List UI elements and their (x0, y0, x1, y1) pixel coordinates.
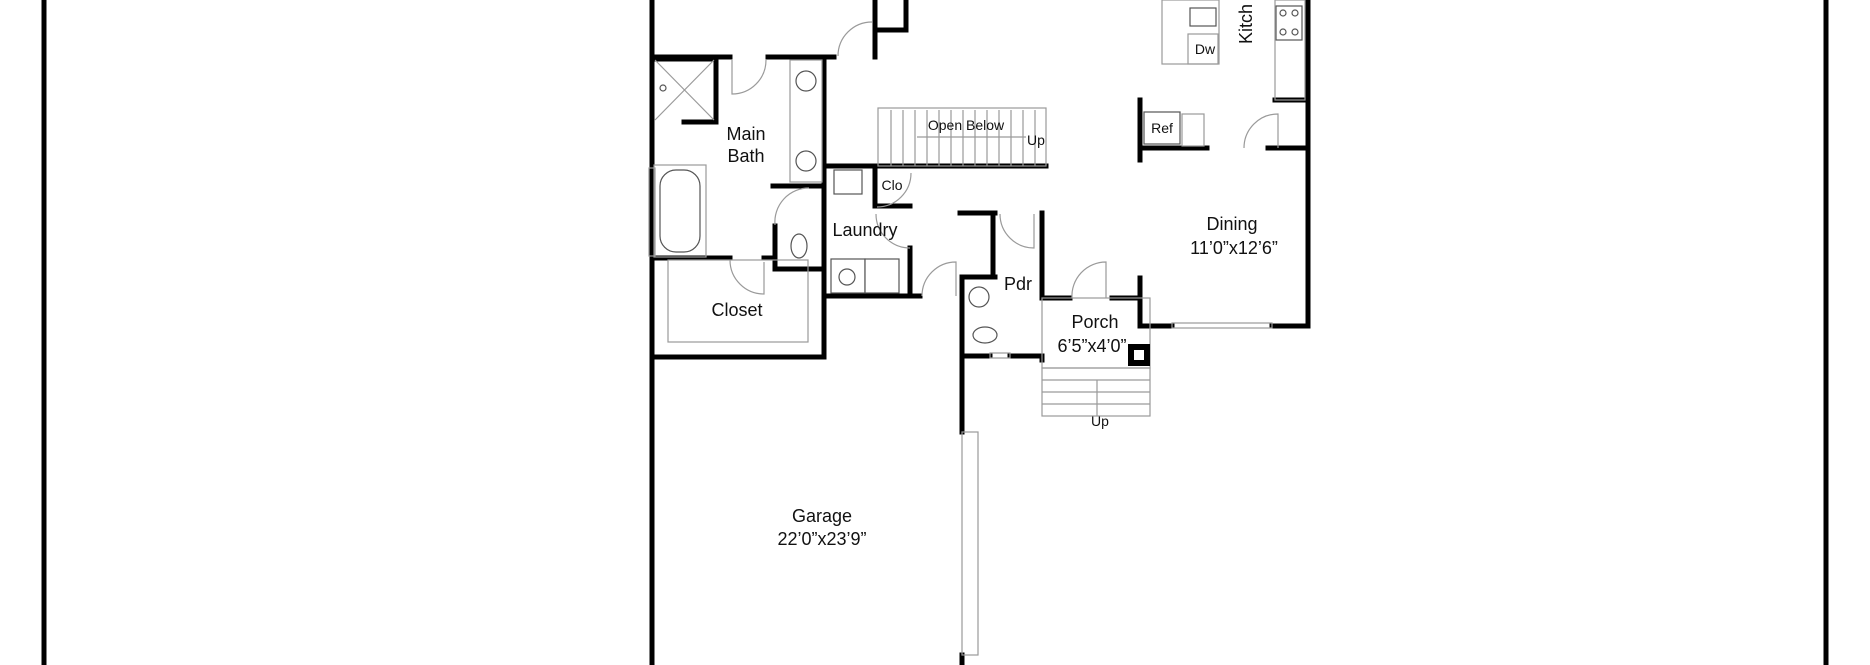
porch-steps-label-up: Up (1091, 413, 1109, 429)
room-label-pdr: Pdr (1004, 274, 1032, 294)
room-label-porch: Porch (1071, 312, 1118, 332)
room-label-laundry: Laundry (832, 220, 897, 240)
room-label-dining: Dining (1206, 214, 1257, 234)
windows (648, 167, 1273, 656)
stair-treads (877, 107, 1047, 167)
stairs-label-open-below: Open Below (928, 117, 1005, 133)
fixtures (653, 0, 1306, 417)
room-label-clo: Clo (881, 177, 902, 193)
room-dims-dining: 11’0”x12’6” (1190, 238, 1278, 258)
room-label-closet: Closet (711, 300, 762, 320)
fixture-label-dishwasher: Dw (1195, 41, 1216, 57)
room-dims-garage: 22’0”x23’9” (777, 529, 866, 549)
room-dims-porch: 6’5”x4’0” (1057, 336, 1126, 356)
room-label-main-bath: Main (726, 124, 765, 144)
room-label-kitchen: Kitch (1236, 4, 1256, 44)
room-label-main-bath-2: Bath (727, 146, 764, 166)
stairs-label-up: Up (1027, 132, 1045, 148)
outer-frame (41, 0, 1829, 665)
room-label-garage: Garage (792, 506, 852, 526)
room-labels: Main Bath Closet Laundry Clo Pdr Porch 6… (711, 4, 1277, 549)
fixture-label-refrigerator: Ref (1151, 120, 1173, 136)
door-swings (729, 21, 1279, 299)
